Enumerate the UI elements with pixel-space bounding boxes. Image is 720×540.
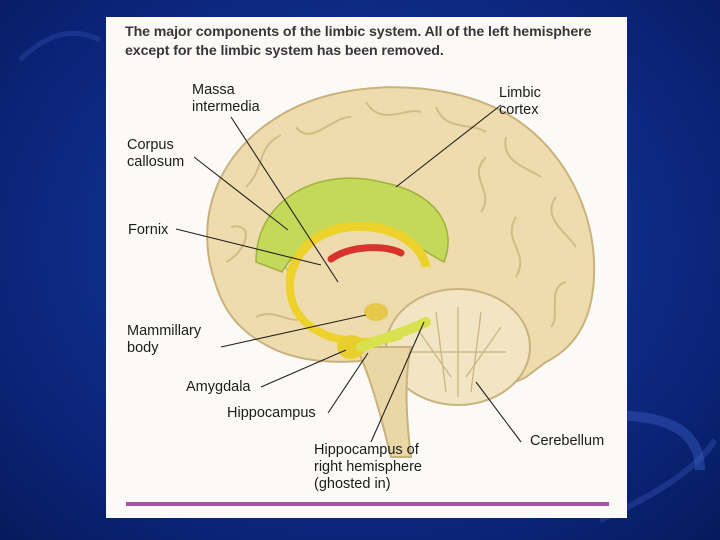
limbic-system-figure: The major components of the limbic syste… xyxy=(106,17,627,518)
label-cerebellum: Cerebellum xyxy=(530,433,604,450)
label-massa-intermedia: Massa intermedia xyxy=(192,82,260,116)
label-hippocampus: Hippocampus xyxy=(227,405,316,422)
label-corpus-callosum: Corpus callosum xyxy=(127,137,184,171)
label-fornix: Fornix xyxy=(128,222,168,239)
mammillary-body-shape xyxy=(364,303,388,321)
label-amygdala: Amygdala xyxy=(186,379,250,396)
label-mammillary-body: Mammillary body xyxy=(127,323,201,357)
label-hippocampus-right-hemisphere: Hippocampus of right hemisphere (ghosted… xyxy=(314,442,422,493)
bottom-rule xyxy=(126,502,609,506)
brain-stem xyxy=(356,347,411,457)
label-limbic-cortex: Limbic cortex xyxy=(499,85,541,119)
